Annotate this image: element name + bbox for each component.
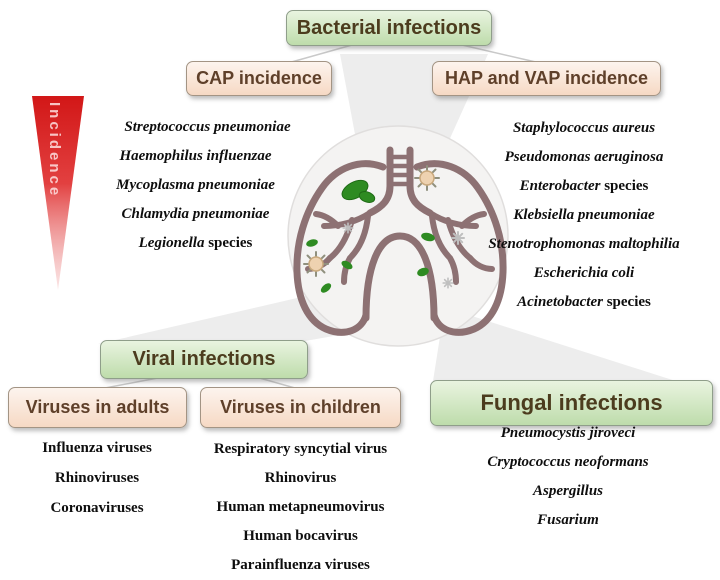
hap-vap-incidence-box: HAP and VAP incidence [432, 61, 661, 96]
pathogen-item: Haemophilus influenzae [119, 148, 272, 164]
viruses-in-adults-box: Viruses in adults [8, 387, 187, 428]
pathogen-item: Pseudomonas aeruginosa [504, 149, 664, 165]
viruses-in-children-box: Viruses in children [200, 387, 401, 428]
pathogen-item: Staphylococcus aureus [512, 120, 656, 136]
child-virus-list: Respiratory syncytial virus Rhinovirus H… [198, 435, 403, 580]
virus-item: Parainfluenza viruses [231, 557, 370, 573]
viral-infections-title: Viral infections [132, 348, 276, 370]
incidence-arrow [32, 96, 84, 290]
bacterial-infections-box: Bacterial infections [286, 10, 492, 46]
cap-incidence-box: CAP incidence [186, 61, 332, 96]
virus-icon [414, 165, 440, 191]
fungal-infections-box: Fungal infections [430, 380, 713, 426]
virus-item: Human bocavirus [243, 528, 358, 544]
incidence-label: Incidence [46, 102, 63, 199]
spore-icon [342, 222, 354, 234]
bacteria-blobs [306, 179, 435, 293]
lungs-illustration [293, 146, 507, 336]
fungus-item: Aspergillus [532, 483, 604, 499]
hap-vap-incidence-title: HAP and VAP incidence [444, 68, 649, 88]
virus-item: Human metapneumovirus [216, 499, 385, 515]
adult-virus-list: Influenza viruses Rhinoviruses Coronavir… [12, 433, 182, 523]
virus-icon [303, 251, 329, 277]
bacterial-infections-title: Bacterial infections [296, 16, 482, 39]
fungus-item: Pneumocystis jiroveci [500, 425, 636, 441]
spore-icon [442, 277, 454, 289]
fungus-item: Fusarium [537, 512, 599, 528]
pathogen-item: Escherichia coli [533, 265, 635, 281]
virus-item: Rhinoviruses [54, 470, 140, 486]
viruses-in-children-title: Viruses in children [220, 397, 381, 417]
pathogen-item: Chlamydia pneumoniae [121, 206, 270, 222]
fungal-pathogen-list: Pneumocystis jiroveci Cryptococcus neofo… [448, 419, 688, 535]
pathogen-item: Mycoplasma pneumoniae [116, 177, 275, 193]
cap-incidence-title: CAP incidence [196, 68, 322, 88]
virus-item: Rhinovirus [264, 470, 337, 486]
pathogen-item: Enterobacter species [519, 178, 649, 194]
virus-item: Influenza viruses [42, 440, 152, 456]
virus-item: Respiratory syncytial virus [213, 441, 388, 457]
connector-lines [83, 44, 541, 393]
pathogen-item: Klebsiella pneumoniae [513, 207, 655, 223]
virus-item: Coronaviruses [50, 500, 144, 516]
cap-pathogen-list: Streptococcus pneumoniae Haemophilus inf… [88, 113, 303, 258]
pathogen-item: Stenotrophomonas maltophilia [488, 236, 680, 252]
fungus-item: Cryptococcus neoformans [487, 454, 649, 470]
pathogen-item: Legionella species [138, 235, 253, 251]
fungal-infections-title: Fungal infections [480, 390, 663, 415]
hap-pathogen-list: Staphylococcus aureus Pseudomonas aerugi… [460, 114, 708, 317]
viruses-in-adults-title: Viruses in adults [25, 397, 170, 417]
viral-infections-box: Viral infections [100, 340, 308, 379]
pathogen-item: Streptococcus pneumoniae [124, 119, 291, 135]
pathogen-item: Acinetobacter species [517, 294, 651, 310]
